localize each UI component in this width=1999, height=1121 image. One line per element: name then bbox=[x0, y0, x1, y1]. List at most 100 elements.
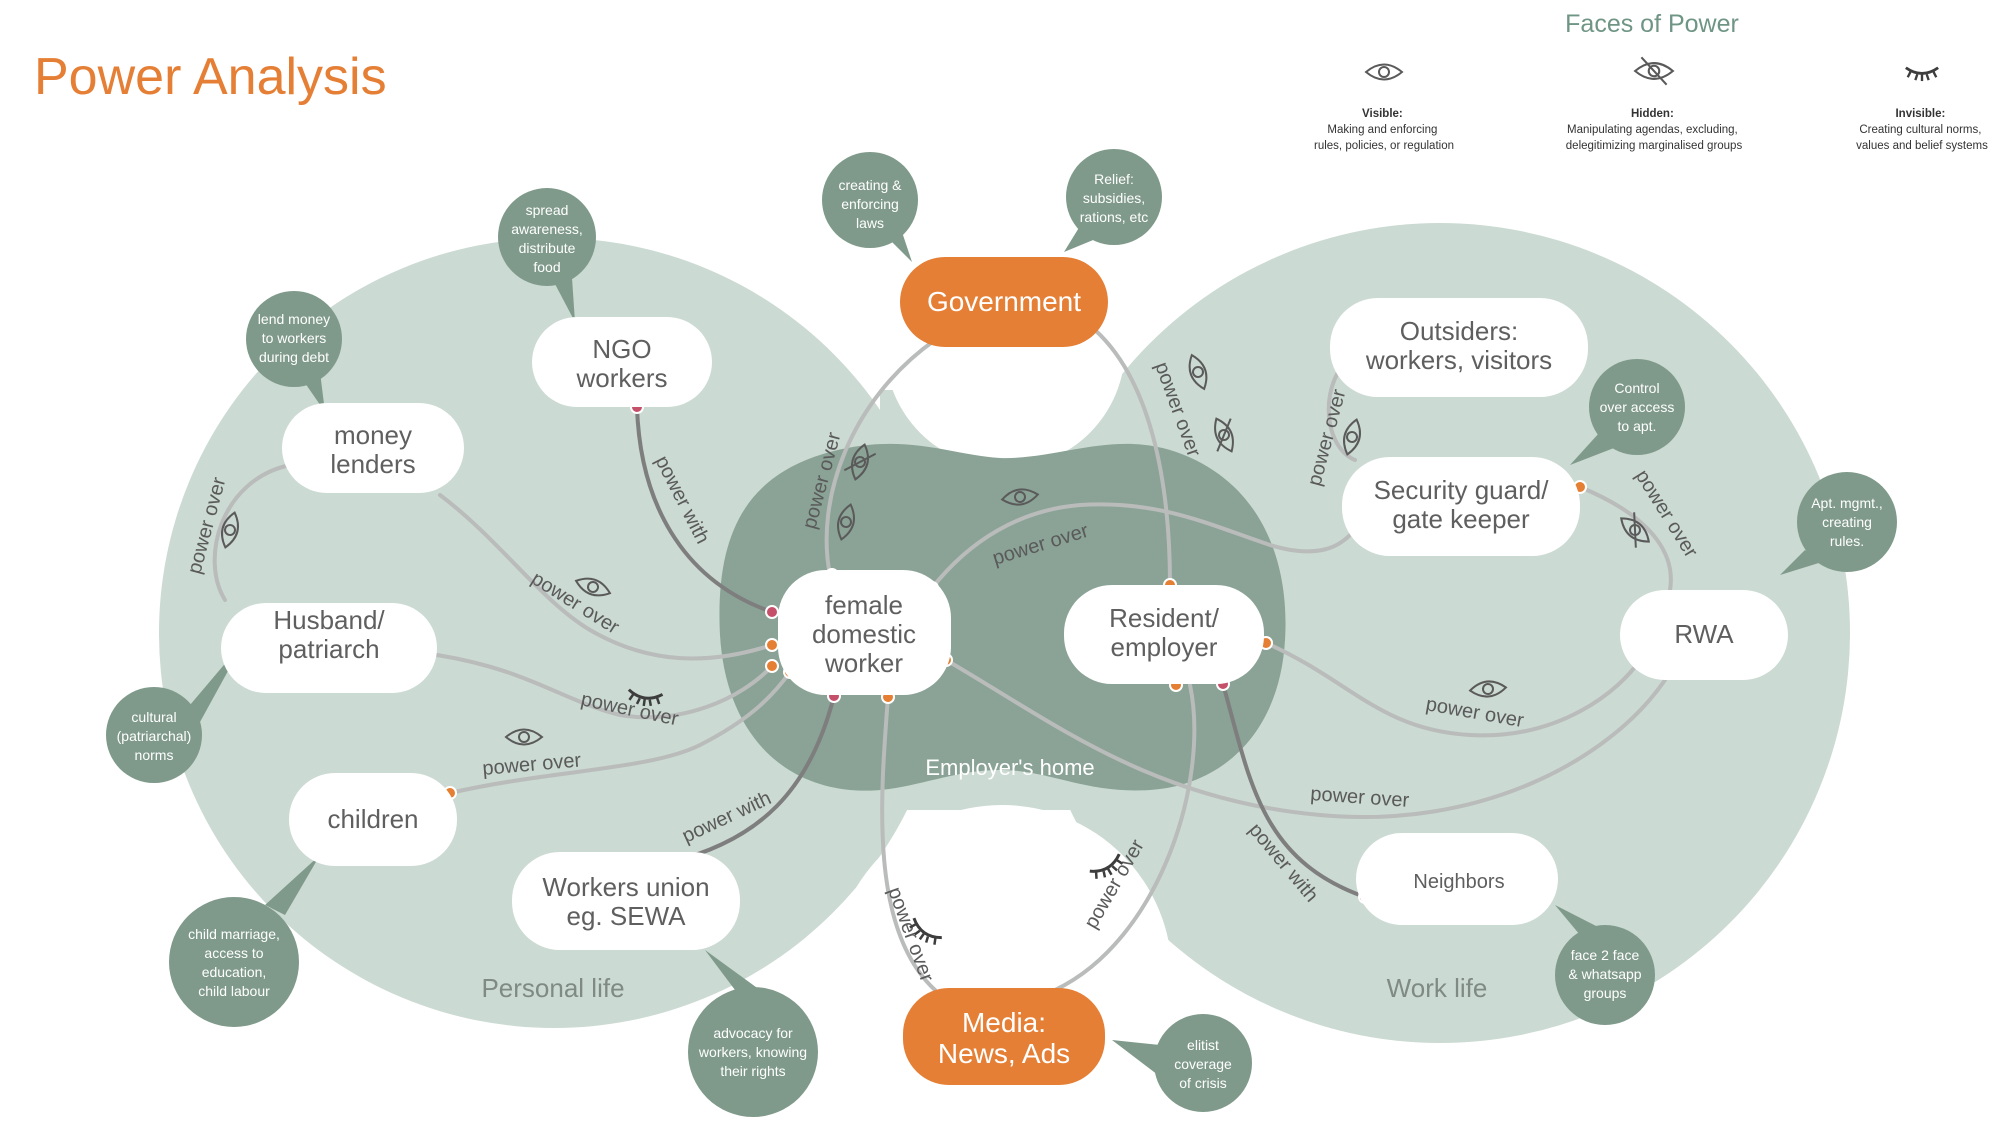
neighbors-label: Neighbors bbox=[1413, 871, 1504, 893]
bubble-spread-line: spread bbox=[526, 202, 569, 218]
legend-hidden-text: Manipulating agendas, excluding, bbox=[1567, 124, 1738, 136]
node-media: Media:News, Ads bbox=[903, 988, 1105, 1085]
ngo-label: NGO bbox=[592, 334, 651, 364]
bubble-spread-line: awareness, bbox=[511, 221, 583, 237]
children-label: children bbox=[327, 804, 418, 834]
dot bbox=[765, 605, 779, 619]
node-outsiders: Outsiders:workers, visitors bbox=[1330, 298, 1588, 397]
node-husband: Husband/patriarch bbox=[221, 603, 437, 693]
bubble-elitist-line: elitist bbox=[1187, 1037, 1219, 1053]
bubble-laws-line: creating & bbox=[838, 177, 902, 193]
edge-children-worker bbox=[448, 670, 792, 795]
eye-slash-icon bbox=[1634, 56, 1674, 86]
svg-text:Invisible: Creating cult: Invisible: Creating cultural norms, valu… bbox=[1856, 108, 1988, 152]
employer-home-label: Employer's home bbox=[925, 755, 1094, 780]
node-government: Government bbox=[900, 257, 1108, 347]
resident-label: employer bbox=[1111, 632, 1218, 662]
rwa-label: RWA bbox=[1674, 619, 1734, 649]
outsiders-label: Outsiders: bbox=[1400, 316, 1519, 346]
legend-title: Faces of Power bbox=[1565, 10, 1739, 38]
bubble-child-line: access to bbox=[204, 945, 263, 961]
node-children: children bbox=[289, 773, 457, 866]
edge-worker-security bbox=[930, 502, 1352, 590]
legend-visible-text: rules, policies, or regulation bbox=[1314, 140, 1454, 152]
faces-of-power-legend: Faces of Power Visible: Making and enfor… bbox=[1314, 10, 1988, 152]
bubble-spread: spread awareness, distribute food bbox=[498, 188, 596, 322]
bubble-relief-line: subsidies, bbox=[1083, 190, 1145, 206]
bubble-cultural-line: norms bbox=[135, 747, 174, 763]
media-label: Media: bbox=[962, 1007, 1046, 1038]
union-label: eg. SEWA bbox=[567, 901, 687, 931]
bubble-relief: Relief:subsidies,rations, etc bbox=[1064, 149, 1162, 252]
bubble-control-line: over access bbox=[1600, 399, 1675, 415]
bubble-spread-line: distribute bbox=[519, 240, 576, 256]
bubble-elitist-line: coverage bbox=[1174, 1056, 1232, 1072]
bubble-cultural-line: (patriarchal) bbox=[117, 728, 192, 744]
work-life-label: Work life bbox=[1387, 973, 1488, 1003]
node-neighbors: Neighbors bbox=[1356, 833, 1558, 925]
svg-text:cultural(patriarchal)norms: cultural (patriarchal) norms bbox=[117, 709, 192, 763]
eye-icon bbox=[1365, 63, 1403, 81]
dot bbox=[765, 659, 779, 673]
bubble-child-line: child marriage, bbox=[188, 926, 280, 942]
bubble-laws: creating & enforcing laws bbox=[822, 152, 918, 262]
bubble-advocacy-line: advocacy for bbox=[713, 1025, 793, 1041]
worker-label: domestic bbox=[812, 619, 916, 649]
husband-label: Husband/ bbox=[273, 605, 385, 635]
bubble-spread-line: food bbox=[533, 259, 560, 275]
page-title: Power Analysis bbox=[34, 48, 387, 106]
bubble-cultural-line: cultural bbox=[131, 709, 176, 725]
edge-worker-rwa bbox=[944, 658, 1667, 820]
edges-dark bbox=[635, 405, 1367, 899]
outsiders-label: workers, visitors bbox=[1365, 345, 1552, 375]
edge-government-worker bbox=[824, 338, 937, 577]
union-label: Workers union bbox=[542, 872, 709, 902]
svg-text:Resident/employer: Resident/employer bbox=[1109, 603, 1220, 662]
legend-visible-text: Making and enforcing bbox=[1327, 124, 1437, 136]
legend-invisible-heading: Invisible: bbox=[1895, 108, 1945, 120]
dot bbox=[765, 638, 779, 652]
bubble-face-line: face 2 face bbox=[1571, 947, 1640, 963]
government-label: Government bbox=[927, 286, 1081, 317]
node-rwa: RWA bbox=[1620, 590, 1788, 680]
svg-text:Outsiders:workers, visitors: Outsiders:workers, visitors bbox=[1365, 316, 1552, 375]
edge-money-worker bbox=[438, 493, 774, 661]
media-label: News, Ads bbox=[938, 1038, 1070, 1069]
bubble-laws-line: laws bbox=[856, 215, 884, 231]
svg-text:Husband/patriarch: Husband/patriarch bbox=[273, 605, 385, 664]
bubble-child-line: education, bbox=[202, 964, 267, 980]
bubble-lend-line: lend money bbox=[258, 311, 330, 327]
svg-text:Hidden: Manipulating age: Hidden: Manipulating agendas, excluding,… bbox=[1566, 108, 1743, 152]
worker-label: female bbox=[825, 590, 903, 620]
bubble-laws-line: enforcing bbox=[841, 196, 899, 212]
node-security: Security guard/gate keeper bbox=[1342, 457, 1580, 556]
bubble-advocacy-line: workers, knowing bbox=[698, 1044, 807, 1060]
money-lenders-label: money bbox=[334, 420, 412, 450]
personal-life-label: Personal life bbox=[481, 973, 624, 1003]
edge-government-resident bbox=[1093, 328, 1172, 587]
legend-invisible-text: values and belief systems bbox=[1856, 140, 1988, 152]
svg-text:Media:News, Ads: Media:News, Ads bbox=[938, 1007, 1070, 1069]
node-resident: Resident/employer bbox=[1064, 585, 1264, 684]
bubble-apt-line: rules. bbox=[1830, 533, 1864, 549]
svg-text:Visible: Making and enfo: Visible: Making and enforcing rules, pol… bbox=[1314, 108, 1454, 152]
